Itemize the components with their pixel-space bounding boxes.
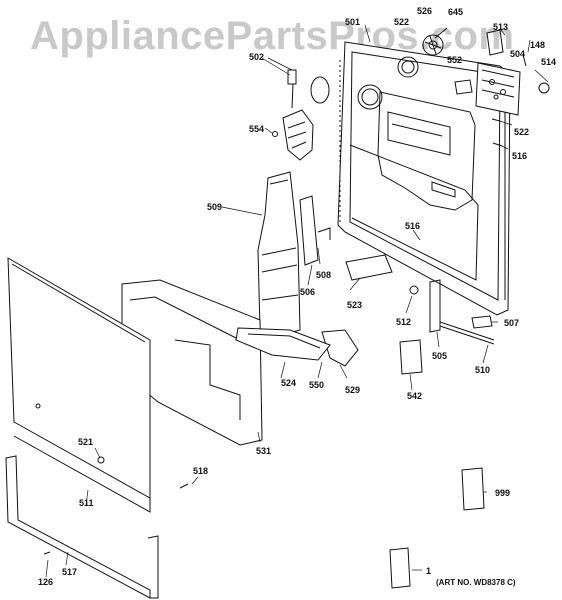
callout-505: 505 [432,351,448,361]
callout-504: 504 [510,49,526,59]
vent-assembly [282,69,314,161]
callout-501: 501 [345,17,361,27]
strip-510 [439,321,495,345]
callout-509: 509 [207,202,223,212]
callout-521: 521 [78,437,94,447]
bracket-506 [299,195,319,266]
base-524 [235,327,331,361]
callout-508: 508 [316,270,332,280]
dispenser-cap [422,34,444,56]
callout-502: 502 [249,52,265,62]
part-552 [454,79,473,95]
callout-506: 506 [300,287,316,297]
callout-522-b: 522 [514,127,530,137]
callout-126: 126 [38,577,54,587]
watermark: AppliancePartsPros.com [30,14,515,58]
part-512 [409,285,419,295]
art-number: (ART NO. WD8378 C) [436,578,516,587]
screw-521 [97,456,105,464]
duct [257,171,301,339]
manual-999 [461,467,485,511]
callout-517: 517 [62,567,78,577]
knob-514 [538,82,550,94]
control-module [475,62,521,116]
callout-999: 999 [495,488,511,498]
part-505 [429,279,441,333]
clip-508 [317,227,331,240]
callout-523: 523 [347,300,363,310]
part-523 [345,254,393,281]
callout-511: 511 [79,498,94,508]
vent-gasket-ring [310,76,330,104]
callout-514: 514 [541,57,557,67]
callout-518: 518 [193,466,209,476]
bag-542 [399,339,423,375]
leader-lines [45,24,549,578]
inner-door-panel [337,41,511,316]
plug-507 [471,315,493,329]
callout-516: 516 [512,151,528,161]
callout-522: 522 [394,17,410,27]
vent-gasket [397,56,419,78]
screw-518 [179,483,189,489]
callout-531: 531 [256,446,272,456]
callout-552: 552 [447,55,463,65]
toe-kick-panel [5,455,159,599]
callout-1: 1 [426,566,432,576]
callout-542: 542 [407,391,423,401]
callout-148: 148 [530,40,546,50]
callout-524: 524 [281,378,297,388]
callout-550: 550 [309,380,325,390]
latch-529 [321,329,359,367]
callout-554: 554 [249,124,265,134]
part-513 [486,29,504,56]
callout-512: 512 [396,317,412,327]
645-leader [434,27,448,39]
screw-522 [491,118,501,122]
callout-529: 529 [345,385,361,395]
callout-513: 513 [493,22,509,32]
manual-1 [389,547,411,589]
callout-507: 507 [504,318,520,328]
callout-526: 526 [417,6,433,16]
outer-door-panel [7,257,151,513]
screw-148 [522,54,527,67]
callout-516-b: 516 [405,221,421,231]
screw-554 [272,131,278,137]
callout-645: 645 [448,7,464,17]
screw-126 [43,551,51,555]
base-524-detail [247,333,321,349]
insulation-lines [129,296,241,420]
callout-510: 510 [475,365,491,375]
